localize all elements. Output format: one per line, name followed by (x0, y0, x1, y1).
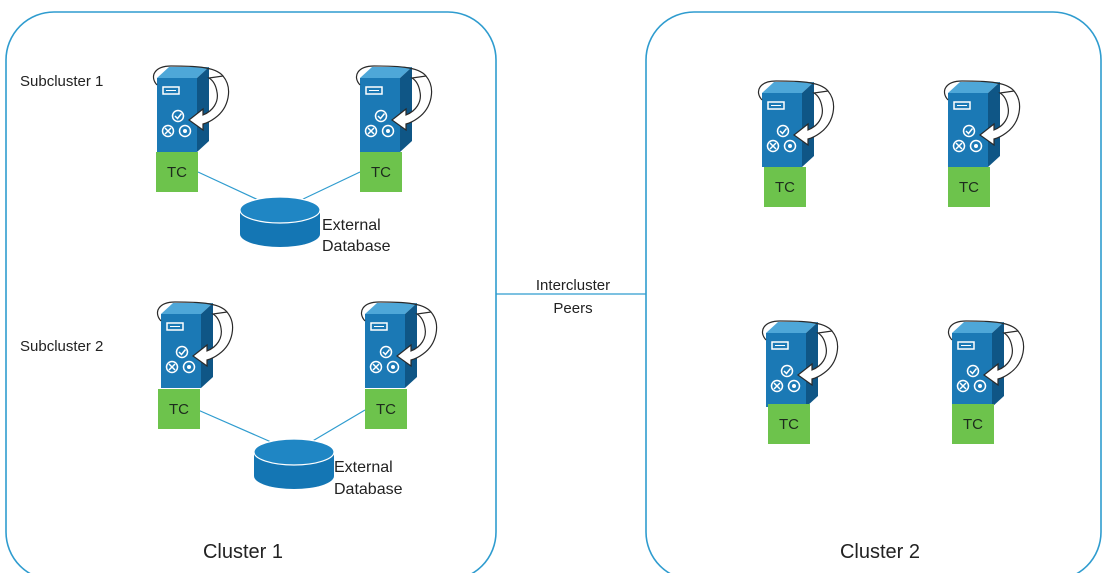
cluster-2-label: Cluster 2 (840, 541, 920, 563)
intercluster-peers-label-line1: Intercluster (536, 277, 610, 294)
tc-box (360, 152, 402, 192)
tc-box (156, 152, 198, 192)
server-icon (152, 65, 230, 153)
tc-box (952, 404, 994, 444)
database-1-label-line1: External (322, 217, 381, 234)
server-icon (947, 320, 1025, 408)
server-node: TC (757, 80, 835, 207)
cluster-2-boundary (645, 11, 1102, 573)
tc-box (365, 389, 407, 429)
server-icon (943, 80, 1021, 168)
server-icon (355, 65, 433, 153)
server-icon (757, 80, 835, 168)
external-database-1: External Database (239, 196, 391, 255)
server-icon (360, 301, 438, 389)
tc-label: TC (959, 179, 979, 196)
server-icon (761, 320, 839, 408)
tc-label: TC (169, 401, 189, 418)
database-1-label-line2: Database (322, 238, 391, 255)
tc-label: TC (963, 416, 983, 433)
database-2-label-line2: Database (334, 481, 403, 498)
intercluster-peers-label-line2: Peers (553, 300, 592, 317)
subcluster-2-label: Subcluster 2 (20, 338, 103, 355)
server-node: TC (761, 320, 839, 444)
external-database-2: External Database (253, 438, 403, 498)
tc-label: TC (779, 416, 799, 433)
server-node: TC (943, 80, 1021, 207)
tc-box (768, 404, 810, 444)
server-node: TC (355, 65, 433, 192)
tc-label: TC (167, 164, 187, 181)
tc-box (764, 167, 806, 207)
tc-box (158, 389, 200, 429)
database-icon (253, 438, 335, 490)
database-2-label-line1: External (334, 459, 393, 476)
cluster-1-label: Cluster 1 (203, 541, 283, 563)
server-node: TC (152, 65, 230, 192)
server-node: TC (947, 320, 1025, 444)
subcluster-1-label: Subcluster 1 (20, 73, 103, 90)
tc-label: TC (371, 164, 391, 181)
tc-label: TC (775, 179, 795, 196)
tc-label: TC (376, 401, 396, 418)
tc-box (948, 167, 990, 207)
cluster-1-boundary (5, 11, 497, 573)
server-icon (156, 301, 234, 389)
server-node: TC (360, 301, 438, 429)
database-icon (239, 196, 321, 248)
server-node: TC (156, 301, 234, 429)
